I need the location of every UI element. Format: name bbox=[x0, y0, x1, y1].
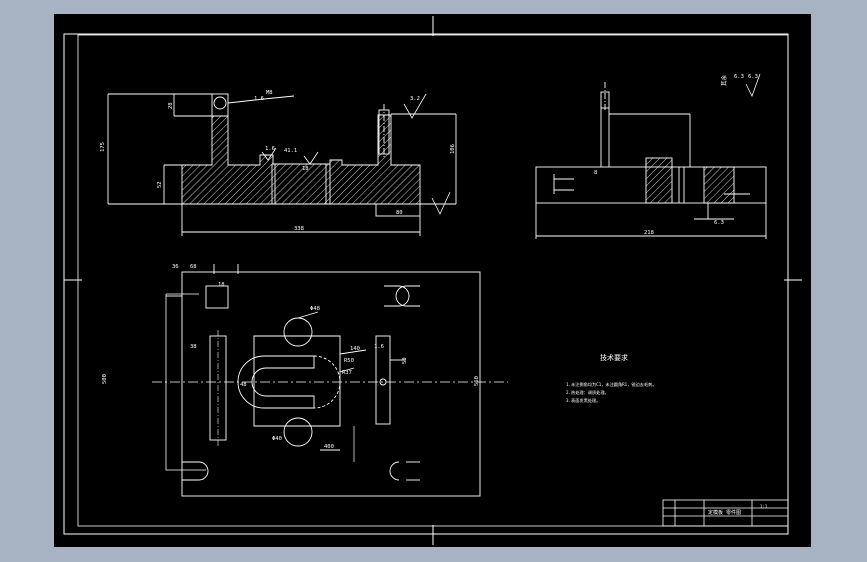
technical-notes: 技术要求 1.未注倒角均为C1，未注圆角R1，锐边去毛刺。 2.热处理：调质处理… bbox=[566, 353, 657, 404]
plan-view bbox=[152, 264, 508, 497]
plan-view-dimension-text: 36 68 18 500 38 R50 R37 Φ48 48 50 140 1.… bbox=[102, 264, 480, 450]
dim-plan-r1: R50 bbox=[344, 358, 354, 364]
dim-plan-right-small: 1.6 bbox=[374, 344, 384, 350]
dim-front-step: 28 bbox=[168, 102, 174, 109]
dim-plan-top-1: 36 bbox=[172, 264, 179, 270]
side-view bbox=[535, 73, 767, 239]
dim-front-right-height: 106 bbox=[450, 144, 456, 154]
dim-side-bottom-small: 6.3 bbox=[714, 220, 724, 226]
dim-front-slot: 1.6 bbox=[265, 146, 275, 152]
dim-plan-bottom: Φ40 bbox=[272, 436, 282, 442]
roughness-value: 6.3 bbox=[748, 74, 758, 80]
dim-plan-inner: 400 bbox=[324, 444, 334, 450]
notes-line-2: 2.热处理：调质处理。 bbox=[566, 389, 609, 396]
title-block-part-name: 定模板 零件图 bbox=[708, 509, 741, 516]
notes-title: 技术要求 bbox=[600, 353, 628, 362]
dim-plan-right-hw: 140 bbox=[350, 346, 360, 352]
dim-side-width: 218 bbox=[644, 230, 654, 236]
dim-plan-center-w: 48 bbox=[240, 382, 247, 388]
dim-plan-top-2: 68 bbox=[190, 264, 197, 270]
title-block-scale: 1:1 bbox=[760, 504, 768, 509]
dim-plan-right-h: 50 bbox=[402, 357, 408, 364]
sheet-border bbox=[63, 16, 802, 545]
dim-side-top-num: 8 bbox=[594, 170, 597, 176]
front-section-dimension-text: M8 1.6 175 52 28 1.6 41.1 18 338 106 80 … bbox=[100, 90, 456, 232]
dim-front-slot-w: 41.1 bbox=[284, 148, 297, 154]
dim-plan-r2: R37 bbox=[342, 370, 352, 376]
dim-side-top-small: 6.3 bbox=[734, 74, 744, 80]
dim-plan-slot: 38 bbox=[190, 344, 197, 350]
dim-front-body-height: 52 bbox=[157, 181, 163, 188]
drawing-sheet: M8 1.6 175 52 28 1.6 41.1 18 338 106 80 … bbox=[54, 14, 811, 547]
front-section-view bbox=[107, 93, 457, 236]
dim-front-height-total: 175 bbox=[100, 142, 106, 152]
title-block-text: 定模板 零件图 1:1 bbox=[708, 504, 768, 516]
dim-front-top-small: 1.6 bbox=[254, 96, 264, 102]
dim-plan-side: 560 bbox=[474, 376, 480, 386]
dim-front-slot-dim: 18 bbox=[302, 166, 309, 172]
notes-line-1: 1.未注倒角均为C1，未注圆角R1，锐边去毛刺。 bbox=[566, 381, 657, 388]
dim-front-tol: 3.2 bbox=[410, 96, 420, 102]
notes-line-3: 3.表面发黑处理。 bbox=[566, 397, 600, 404]
dim-plan-circle-dia: Φ48 bbox=[310, 306, 320, 312]
dim-front-right-small: 80 bbox=[396, 210, 403, 216]
roughness-label: 其余 bbox=[720, 74, 728, 86]
dim-front-width-bottom: 338 bbox=[294, 226, 304, 232]
drawing-canvas: M8 1.6 175 52 28 1.6 41.1 18 338 106 80 … bbox=[63, 16, 802, 545]
dim-front-top-left: M8 bbox=[266, 90, 273, 96]
dim-plan-left-height: 500 bbox=[102, 374, 108, 384]
dim-plan-top-3: 18 bbox=[218, 282, 225, 288]
title-block bbox=[662, 499, 789, 527]
side-view-dimension-text: 6.3 8 218 6.3 其余 6.3 bbox=[594, 74, 758, 236]
